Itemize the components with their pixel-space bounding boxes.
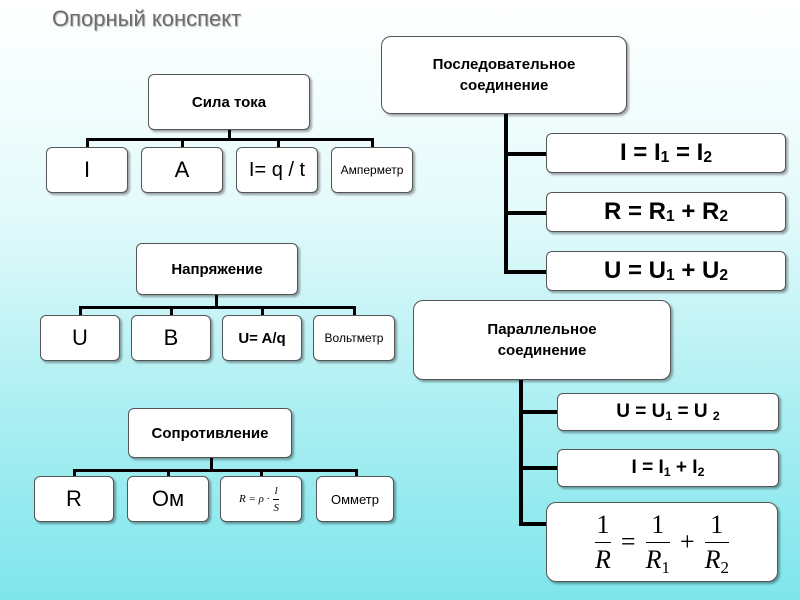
parallel-frac-r1: 1 R1 <box>645 509 670 578</box>
series-formula-voltage-sub1: 1 <box>665 267 675 285</box>
fraction-bar <box>704 541 729 543</box>
series-formula-resistance-mid: + R <box>674 198 720 225</box>
fraction-bar <box>273 498 279 500</box>
series-formula-resistance-sub2: 2 <box>719 208 729 226</box>
parallel-formula-voltage-sub2: 2 <box>712 409 720 424</box>
parallel-frac-r1-den: R1 <box>645 544 670 578</box>
resistance-formula-lhs: R = ρ · <box>239 493 270 505</box>
parallel-formula-resistance: 1 R = 1 R1 + 1 R2 <box>546 502 778 582</box>
voltage-symbol: U <box>40 315 120 361</box>
parallel-formula-voltage-mid: = U <box>672 401 713 422</box>
parallel-frac-total-num: 1 <box>596 509 610 539</box>
resistance-formula-fraction: l S <box>273 485 279 514</box>
voltage-unit: В <box>131 315 211 361</box>
parallel-formula-current-mid: + I <box>670 457 698 478</box>
resistance-header: Сопротивление <box>128 408 292 458</box>
parallel-formula-current-base: I = I <box>631 457 664 478</box>
series-header-text: Последовательное соединение <box>432 56 576 94</box>
parallel-header-text: Параллельное соединение <box>487 321 597 359</box>
voltage-drop-3 <box>261 306 264 316</box>
parallel-frac-r2-sub: 2 <box>720 558 729 578</box>
parallel-formula-voltage-base: U = U <box>616 401 666 422</box>
resistance-drop-3 <box>260 469 263 477</box>
series-trunk <box>504 114 508 274</box>
voltage-drop-2 <box>170 306 173 316</box>
fraction-bar <box>645 541 670 543</box>
parallel-formula-voltage-sub1: 1 <box>665 409 673 424</box>
series-formula-voltage-base: U = U <box>603 257 666 284</box>
series-branch-1 <box>504 152 546 156</box>
fraction-bar <box>595 541 611 543</box>
parallel-frac-total: 1 R <box>595 510 611 575</box>
parallel-frac-r2: 1 R2 <box>704 509 729 578</box>
parallel-trunk <box>519 380 523 526</box>
parallel-header: Параллельное соединение <box>413 300 671 380</box>
series-formula-current-sub1: 1 <box>660 149 670 167</box>
current-header: Сила тока <box>148 74 310 130</box>
resistance-drop-2 <box>167 469 170 477</box>
parallel-frac-r1-sub: 1 <box>661 558 670 578</box>
parallel-frac-plus: + <box>679 527 695 556</box>
current-device: Амперметр <box>331 147 413 193</box>
current-connector-v <box>228 130 231 140</box>
resistance-unit: Ом <box>127 476 209 522</box>
current-unit: А <box>141 147 223 193</box>
voltage-drop-1 <box>79 306 82 316</box>
current-drop-3 <box>277 138 280 148</box>
parallel-branch-1 <box>519 410 557 414</box>
voltage-formula: U= A/q <box>222 315 302 361</box>
voltage-device: Вольтметр <box>313 315 395 361</box>
series-header: Последовательное соединение <box>381 36 627 114</box>
parallel-frac-r2-letter: R <box>704 544 721 574</box>
series-formula-resistance-base: R = R <box>603 198 666 225</box>
voltage-connector-v <box>215 295 218 307</box>
series-branch-3 <box>504 270 546 274</box>
series-formula-resistance-sub1: 1 <box>665 208 675 226</box>
resistance-formula-den: S <box>273 501 279 514</box>
current-connector-h <box>86 138 374 141</box>
page-title: Опорный конспект <box>52 6 242 31</box>
voltage-header: Напряжение <box>136 243 298 295</box>
parallel-frac-equals: = <box>620 527 636 556</box>
current-drop-4 <box>371 138 374 148</box>
parallel-frac-r2-den: R2 <box>704 544 729 578</box>
current-symbol: I <box>46 147 128 193</box>
series-formula-current-mid: = I <box>669 139 704 166</box>
parallel-branch-2 <box>519 466 557 470</box>
series-formula-current-base: I = I <box>619 139 661 166</box>
resistance-drop-4 <box>355 469 358 477</box>
series-formula-current-sub2: 2 <box>703 149 713 167</box>
current-drop-2 <box>181 138 184 148</box>
resistance-formula-num: l <box>274 484 278 497</box>
parallel-frac-r1-num: 1 <box>651 509 665 539</box>
series-formula-voltage-mid: + U <box>674 257 720 284</box>
voltage-drop-4 <box>353 306 356 316</box>
resistance-connector-v <box>210 458 213 470</box>
resistance-device: Омметр <box>316 476 394 522</box>
parallel-frac-r1-letter: R <box>645 544 662 574</box>
parallel-formula-current-sub1: 1 <box>663 465 671 480</box>
resistance-symbol: R <box>34 476 114 522</box>
parallel-frac-total-den: R <box>595 544 611 574</box>
resistance-formula: R = ρ · l S <box>220 476 302 522</box>
parallel-branch-3 <box>519 522 547 526</box>
resistance-drop-1 <box>73 469 76 477</box>
current-formula: I= q / t <box>236 147 318 193</box>
parallel-formula-current-sub2: 2 <box>697 465 705 480</box>
series-branch-2 <box>504 211 546 215</box>
resistance-connector-h <box>73 469 358 472</box>
series-formula-voltage-sub2: 2 <box>719 267 729 285</box>
parallel-frac-r2-num: 1 <box>710 509 724 539</box>
current-drop-1 <box>86 138 89 148</box>
voltage-connector-h <box>79 306 356 309</box>
